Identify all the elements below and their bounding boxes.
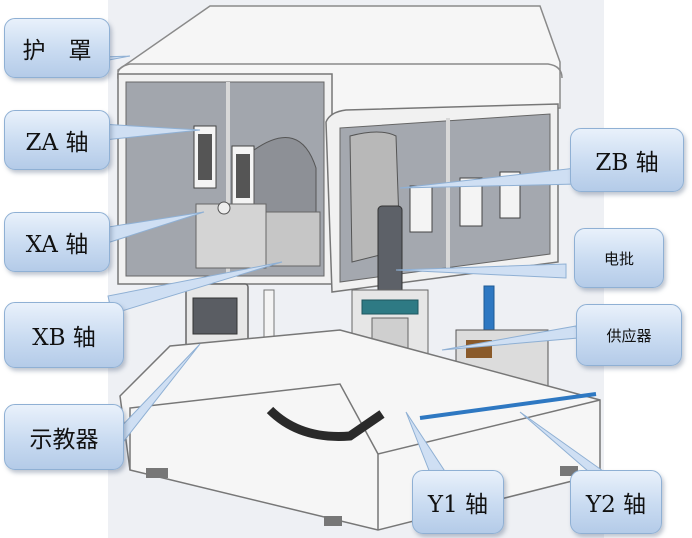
- callout-feeder: 供应器: [576, 304, 682, 366]
- callout-screwdriver: 电批: [574, 228, 664, 288]
- label-xb-axis: XB 轴: [32, 325, 96, 351]
- cover-right-panel: [325, 103, 559, 295]
- callout-cover: 护 罩: [4, 18, 110, 78]
- callout-y1-axis: Y1 轴: [412, 470, 504, 534]
- label-feeder: 供应器: [606, 326, 652, 345]
- callout-zb-axis: ZB 轴: [570, 128, 684, 192]
- label-y1-axis: Y1 轴: [427, 492, 489, 518]
- callout-xb-axis: XB 轴: [4, 302, 124, 368]
- label-xa-axis: XA 轴: [25, 232, 89, 258]
- callout-xa-axis: XA 轴: [4, 212, 110, 272]
- label-y2-axis: Y2 轴: [585, 492, 647, 518]
- callout-teach-pendant: 示教器: [4, 404, 124, 470]
- label-cover: 护 罩: [22, 38, 92, 64]
- cover-left-panel: [117, 73, 333, 285]
- callout-y2-axis: Y2 轴: [570, 470, 662, 534]
- label-zb-axis: ZB 轴: [595, 150, 659, 176]
- label-za-axis: ZA 轴: [25, 130, 89, 156]
- label-teach-pendant: 示教器: [29, 427, 99, 453]
- label-screwdriver: 电批: [603, 249, 634, 268]
- callout-za-axis: ZA 轴: [4, 110, 110, 170]
